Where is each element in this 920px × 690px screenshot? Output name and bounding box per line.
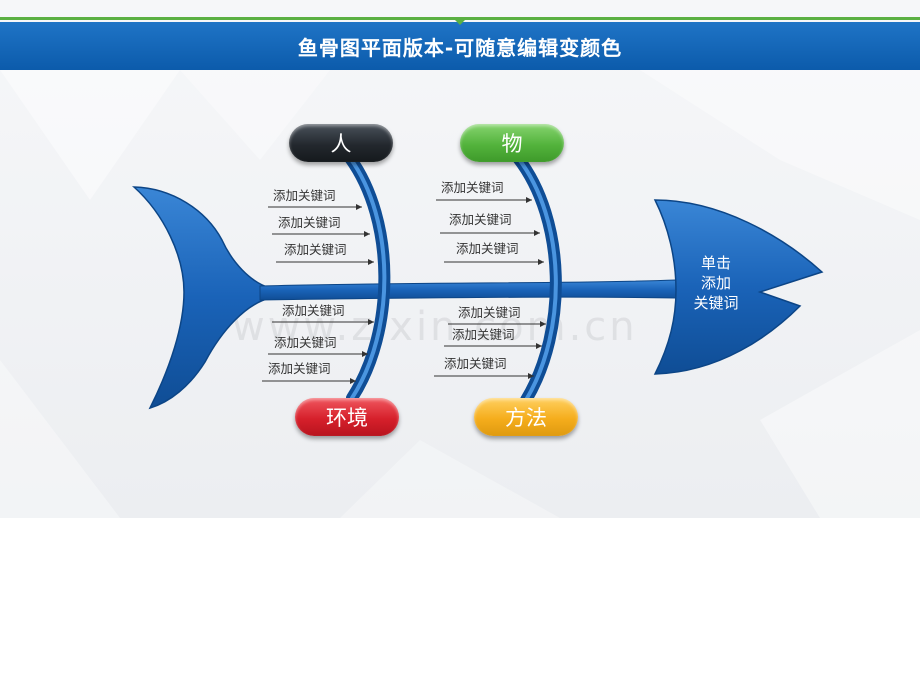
keyword-right-upper-2[interactable]: 添加关键词	[449, 212, 512, 227]
keyword-right-upper-1[interactable]: 添加关键词	[441, 180, 504, 195]
bone-people	[344, 152, 391, 404]
title-notch	[454, 19, 466, 25]
keyword-right-lower-3[interactable]: 添加关键词	[444, 356, 507, 371]
title-top-line	[0, 17, 920, 20]
keyword-right-lower-1[interactable]: 添加关键词	[458, 305, 521, 320]
fish-head	[653, 199, 824, 375]
keyword-left-upper-3[interactable]: 添加关键词	[284, 242, 347, 257]
keyword-left-upper-2[interactable]: 添加关键词	[278, 215, 341, 230]
keyword-right-lower-2[interactable]: 添加关键词	[452, 327, 515, 342]
bone-people-highlight	[348, 156, 387, 400]
keyword-right-upper-3[interactable]: 添加关键词	[456, 241, 519, 256]
head-text-line-2: 添加	[700, 274, 731, 292]
category-material[interactable]: 物	[460, 124, 564, 162]
watermark: www.zixin.com.cn	[232, 304, 638, 350]
head-keyword-text[interactable]: 单击 添加 关键词	[676, 253, 756, 313]
category-people[interactable]: 人	[289, 124, 393, 162]
category-method[interactable]: 方法	[474, 398, 578, 436]
keyword-left-lower-2[interactable]: 添加关键词	[274, 335, 337, 350]
fishbone-diagram	[131, 152, 824, 410]
keyword-left-upper-1[interactable]: 添加关键词	[273, 188, 336, 203]
fish-tail	[131, 186, 271, 410]
page-title: 鱼骨图平面版本-可随意编辑变颜色	[297, 35, 623, 60]
keyword-left-lower-1[interactable]: 添加关键词	[282, 303, 345, 318]
bone-material-highlight	[516, 156, 558, 402]
fish-spine	[259, 279, 677, 301]
title-bar: 鱼骨图平面版本-可随意编辑变颜色	[0, 22, 920, 70]
background-facets	[0, 0, 920, 518]
category-environment[interactable]: 环境	[295, 398, 399, 436]
head-text-line-1: 单击	[700, 254, 731, 272]
slide: www.zixin.com.cn 鱼骨图平面版本-可随意编辑变颜色	[0, 0, 920, 518]
keyword-left-lower-3[interactable]: 添加关键词	[268, 361, 331, 376]
head-text-line-3: 关键词	[693, 294, 739, 312]
